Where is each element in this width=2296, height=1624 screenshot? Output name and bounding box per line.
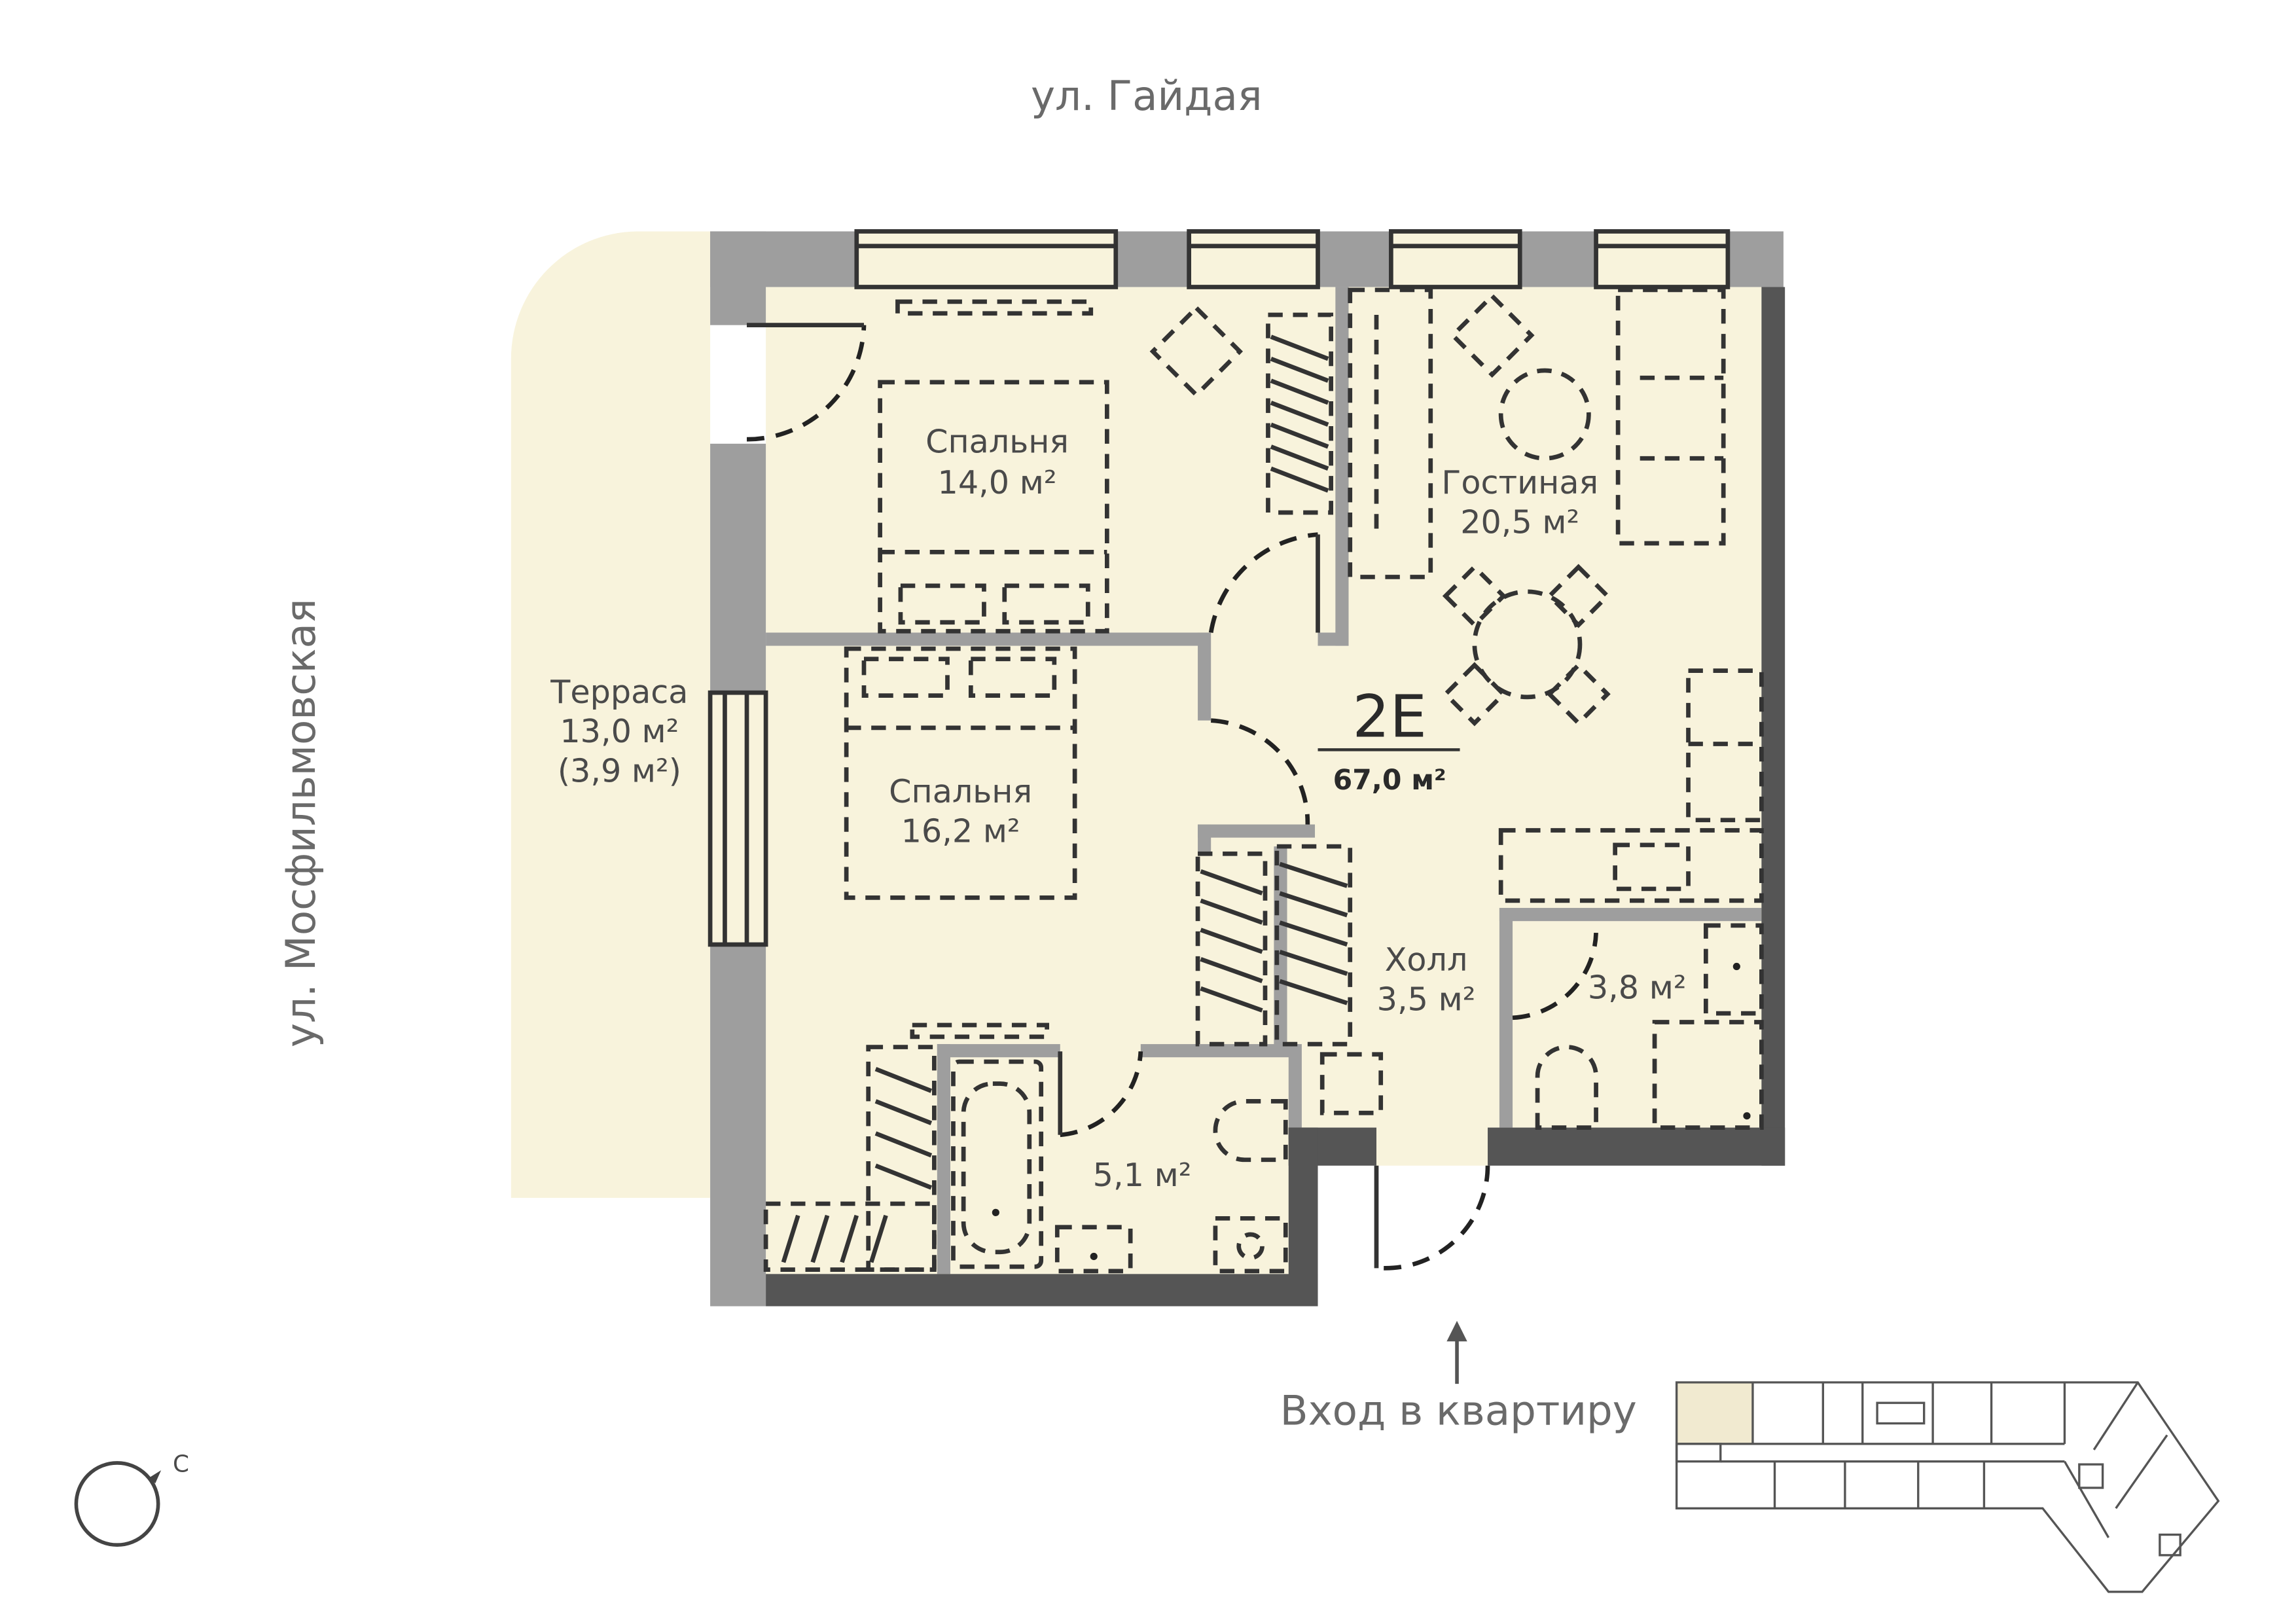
street-north-label: ул. Гайдая — [1031, 72, 1263, 120]
bedroom2-area: 16,2 м² — [901, 812, 1020, 850]
hall-area: 3,5 м² — [1377, 981, 1476, 1019]
windows — [708, 229, 1731, 947]
hall-name: Холл — [1385, 941, 1468, 979]
living-name: Гостиная — [1441, 463, 1598, 501]
bedroom1-name: Спальня — [925, 422, 1069, 460]
unit-total-area: 67,0 м² — [1333, 765, 1446, 797]
compass-north-label: С — [173, 1451, 189, 1477]
wardrobe-hatch-2 — [1200, 861, 1348, 1013]
wardrobe-hatch-1 — [1270, 334, 1329, 493]
living-area: 20,5 м² — [1460, 503, 1579, 541]
doors — [747, 323, 1598, 1271]
entrance-label: Вход в квартиру — [1280, 1387, 1637, 1435]
terrace-floor — [511, 231, 711, 1198]
key-plan-highlight — [1676, 1382, 1753, 1444]
furniture — [763, 287, 1764, 1274]
bedroom1-area: 14,0 м² — [938, 463, 1057, 501]
compass-icon: С — [74, 1451, 189, 1547]
bedroom2-name: Спальня — [889, 772, 1032, 810]
wc-area: 3,8 м² — [1588, 969, 1687, 1007]
bathroom-area: 5,1 м² — [1093, 1156, 1192, 1194]
outer-walls-dark — [766, 287, 1785, 1307]
terrace-area: 13,0 м² — [560, 712, 679, 750]
wardrobe-hatch-3 — [781, 1066, 933, 1263]
street-west-label: ул. Мосфильмовская — [277, 598, 325, 1047]
terrace-name: Терраса — [550, 673, 688, 711]
unit-code: 2E — [1352, 683, 1426, 751]
floor-areas — [511, 231, 1762, 1274]
walls — [710, 231, 1784, 1307]
labels: ул. Гайдая ул. Мосфильмовская Спальня 14… — [277, 72, 1687, 1435]
terrace-area-reduced: (3,9 м²) — [558, 752, 681, 790]
key-plan — [1675, 1381, 2220, 1593]
entrance-arrow-icon — [1446, 1320, 1467, 1384]
